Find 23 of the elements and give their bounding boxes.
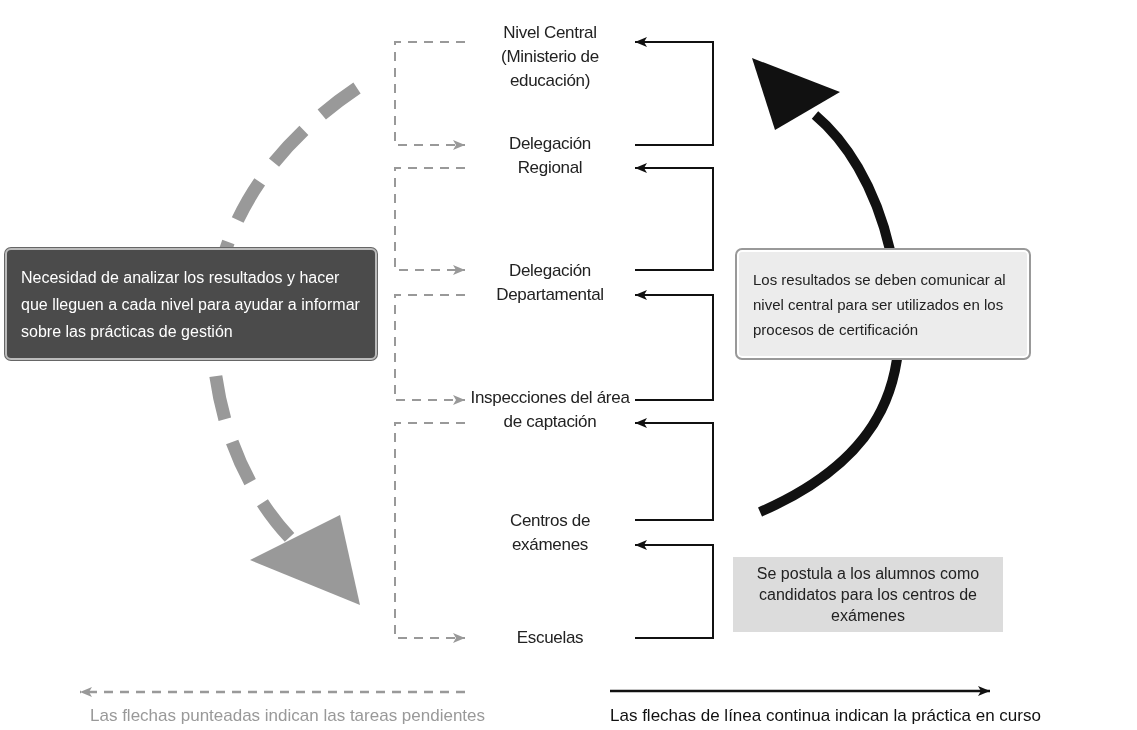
note-box (735, 248, 1031, 360)
note-text: Los resultados se deben comunicar al nivel central para ser utilizados en los procesos de certificación (753, 269, 1007, 340)
note-text: Necesidad de analizar los resultados y hacer que lleguen a cada nivel para ayudar a informar sobre las prácticas de gestión (21, 267, 361, 342)
arrow (634, 540, 714, 639)
level-label: Centros de exámenes (508, 509, 592, 556)
legend-text: Las flechas de línea continua indican la práctica en curso (610, 706, 1041, 726)
level-label: Inspecciones del área de captación (469, 387, 631, 433)
arrow (394, 294, 466, 405)
level-label: Delegación Regional (507, 132, 593, 179)
arrow (634, 37, 714, 146)
arrow (394, 167, 466, 275)
level-label: Delegación Departamental (495, 259, 605, 306)
level-label: Escuelas (516, 626, 584, 649)
arrow (634, 290, 714, 401)
arrow (394, 41, 466, 150)
legend-text: Las flechas punteadas indican las tareas pendientes (90, 706, 486, 726)
arrow (634, 163, 714, 271)
note-box (5, 248, 377, 360)
arrow (634, 418, 714, 521)
level-label: Nivel Central (Ministerio de educación) (500, 22, 600, 92)
arrow (394, 422, 466, 643)
note-text: Se postula a los alumnos como candidatos para los centros de exámenes (755, 564, 981, 626)
note-box (733, 557, 1003, 632)
